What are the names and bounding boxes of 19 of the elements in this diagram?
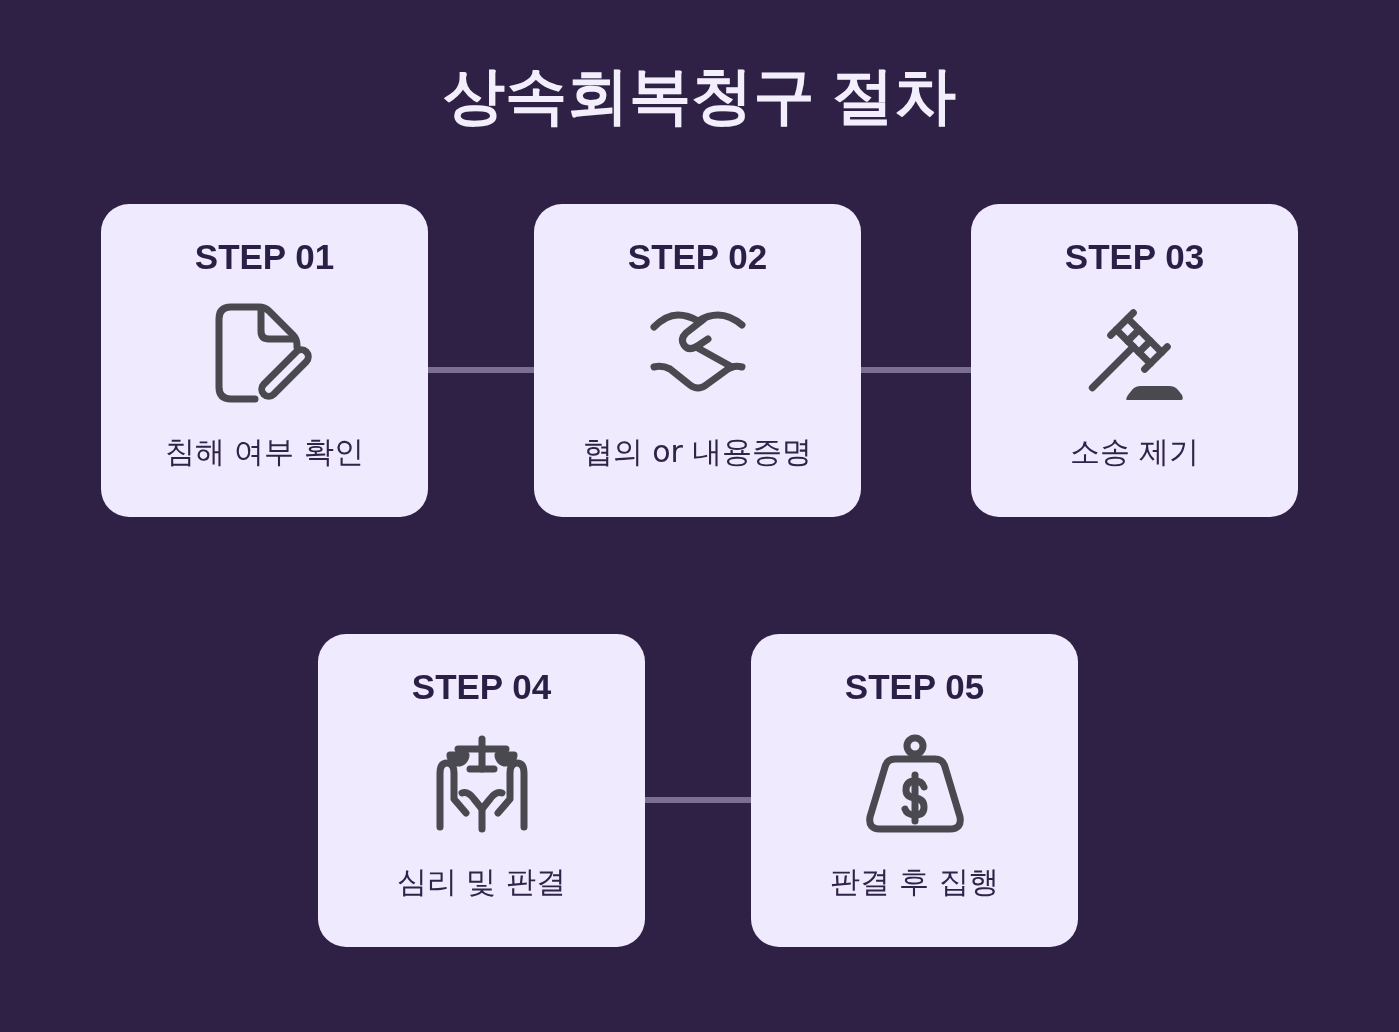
- step-label: 침해 여부 확인: [164, 433, 365, 471]
- step-number: STEP 02: [627, 237, 768, 277]
- step-label: 소송 제기: [1069, 433, 1200, 471]
- step-card: [318, 634, 645, 947]
- step-card: [971, 204, 1298, 517]
- step-card: [751, 634, 1078, 947]
- step-number: STEP 03: [1064, 237, 1205, 277]
- step-card: [101, 204, 428, 517]
- connector-line: [861, 367, 971, 373]
- step-number: STEP 05: [844, 667, 985, 707]
- step-card: [534, 204, 861, 517]
- step-number: STEP 04: [411, 667, 552, 707]
- diagram-title: 상속회복청구 절차: [442, 60, 957, 132]
- connector-line: [428, 367, 534, 373]
- step-label: 판결 후 집행: [829, 863, 1000, 901]
- step-number: STEP 01: [194, 237, 335, 277]
- step-label: 심리 및 판결: [396, 863, 567, 901]
- connector-line: [645, 797, 751, 803]
- step-label: 협의 or 내용증명: [582, 433, 813, 471]
